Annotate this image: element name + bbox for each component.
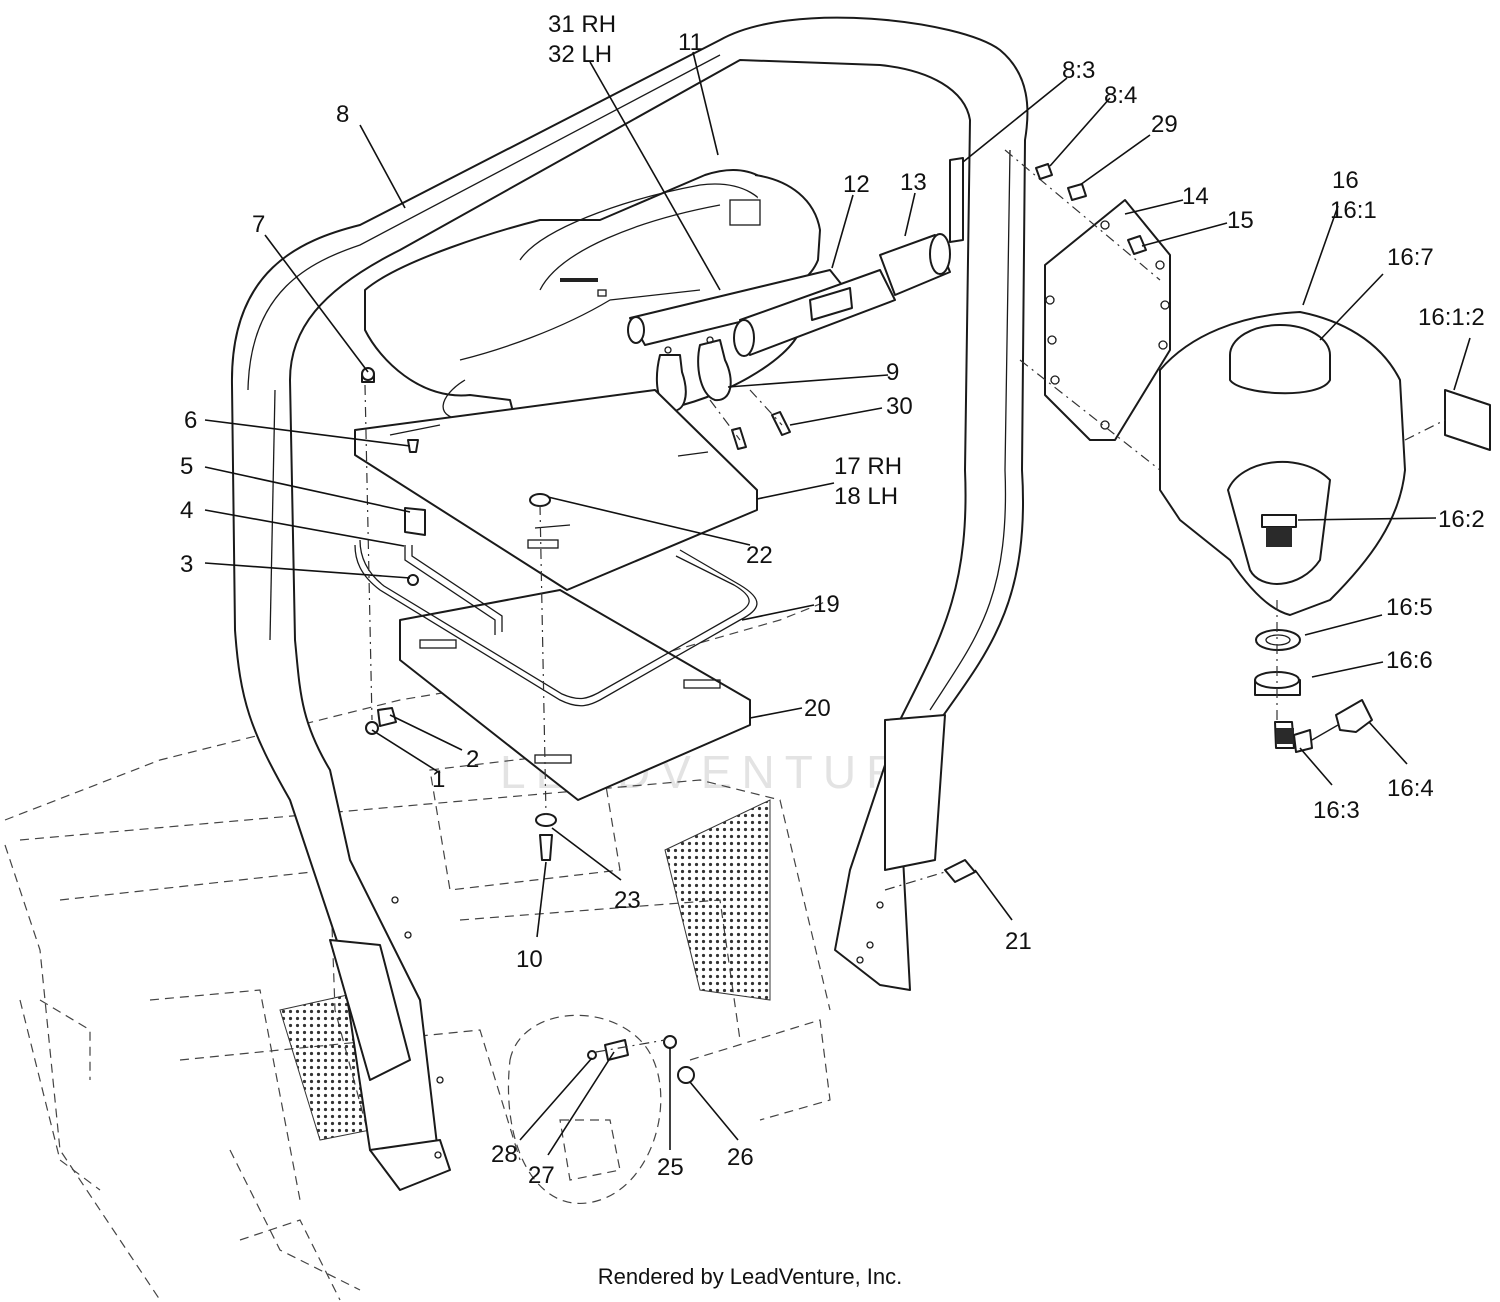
decal-16-1-2: [1404, 389, 1491, 451]
callout-16-2: 16:2: [1438, 506, 1485, 533]
callout-16-1: 16:1: [1330, 197, 1377, 224]
callout-16-5: 16:5: [1386, 594, 1433, 621]
callout-16-3: 16:3: [1313, 797, 1360, 824]
callout-10: 10: [516, 946, 543, 973]
bushing: [879, 233, 951, 296]
callout-21: 21: [1005, 928, 1032, 955]
callout-14: 14: [1182, 183, 1209, 210]
callout-29: 29: [1151, 111, 1178, 138]
callout-12: 12: [843, 171, 870, 198]
canister-fittings: [1254, 600, 1373, 753]
callout-32-lh: 32 LH: [548, 41, 612, 68]
bolt-30: [709, 389, 791, 450]
render-credit: Rendered by LeadVenture, Inc.: [597, 1264, 903, 1289]
callout-23: 23: [614, 887, 641, 914]
bolt-21: [884, 859, 976, 891]
callout-8-3: 8:3: [1062, 57, 1095, 84]
callout-16-4: 16:4: [1387, 775, 1434, 802]
hinge-shaft: [627, 269, 896, 357]
callout-19: 19: [813, 591, 840, 618]
seat-mount-plate: [399, 589, 751, 801]
hardware-lower: [587, 1035, 695, 1084]
callout-3: 3: [180, 551, 193, 578]
wire-harness: [354, 539, 758, 707]
callout-16-1-2: 16:1:2: [1418, 304, 1485, 331]
callout-6: 6: [184, 407, 197, 434]
callout-13: 13: [900, 169, 927, 196]
callout-5: 5: [180, 453, 193, 480]
callout-8: 8: [336, 101, 349, 128]
decal-8-3: [949, 157, 964, 243]
callout-25: 25: [657, 1154, 684, 1181]
callout-16: 16: [1332, 167, 1359, 194]
mounting-plate: [1004, 149, 1171, 471]
callout-4: 4: [180, 497, 193, 524]
spacer-8-4: [1035, 163, 1087, 201]
callout-28: 28: [491, 1141, 518, 1168]
bracket-4: [404, 545, 503, 635]
callout-15: 15: [1227, 207, 1254, 234]
callout-8-4: 8:4: [1104, 82, 1137, 109]
rops-roll-bar: [230, 16, 1029, 1191]
seat-plate: [354, 389, 758, 591]
callout-30: 30: [886, 393, 913, 420]
callout-17-rh: 17 RH: [834, 453, 902, 480]
callout-2: 2: [466, 746, 479, 773]
callout-16-6: 16:6: [1386, 647, 1433, 674]
hardware-small: [361, 367, 557, 861]
callout-18-lh: 18 LH: [834, 483, 898, 510]
callout-7: 7: [252, 211, 265, 238]
fluid-canister: [1159, 311, 1406, 616]
callout-16-7: 16:7: [1387, 244, 1434, 271]
callout-31-rh: 31 RH: [548, 11, 616, 38]
callout-26: 26: [727, 1144, 754, 1171]
callout-27: 27: [528, 1162, 555, 1189]
callout-20: 20: [804, 695, 831, 722]
callout-11: 11: [678, 29, 703, 56]
callout-9: 9: [886, 359, 899, 386]
callout-labels: 1 2 3 4 5 6 7 8 8:3 8:4 9 10 11 12 13 14…: [180, 11, 1485, 1189]
callout-22: 22: [746, 542, 773, 569]
leader-lines: [204, 51, 1471, 1156]
callout-1: 1: [432, 766, 445, 793]
